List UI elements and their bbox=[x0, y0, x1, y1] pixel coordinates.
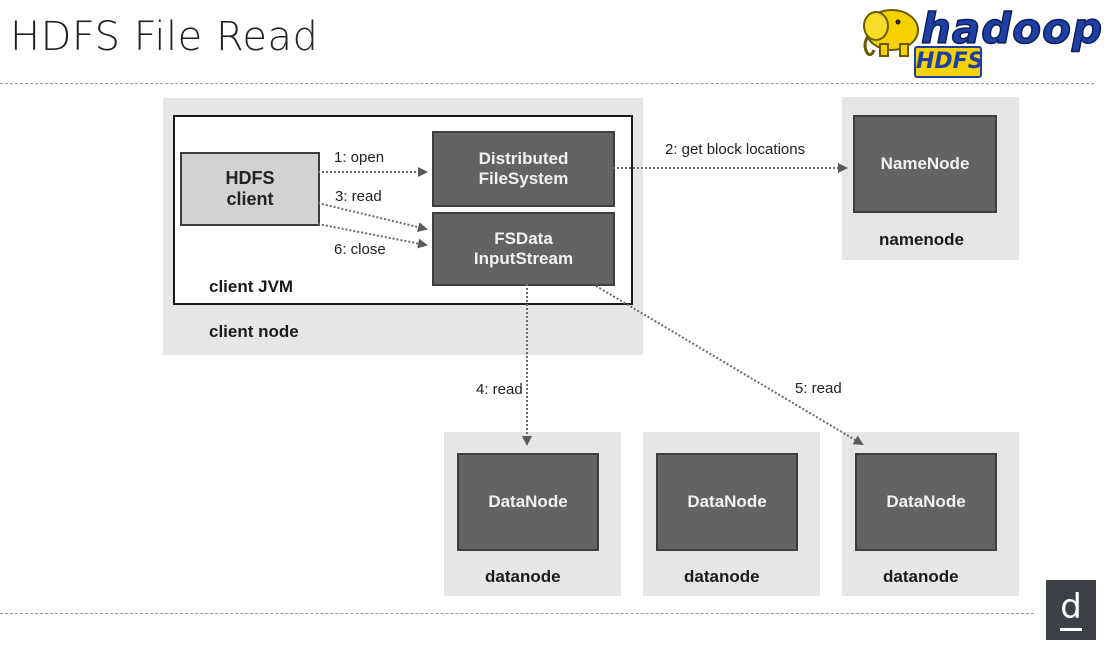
step-read5-label: 5: read bbox=[795, 380, 842, 397]
logo-subtitle: HDFS bbox=[914, 46, 984, 78]
namenode-box: NameNode bbox=[853, 115, 997, 213]
datanode-1-inner-label: DataNode bbox=[488, 492, 568, 511]
step-read3-label: 3: read bbox=[335, 188, 382, 205]
logo-wordmark: hadoop bbox=[920, 3, 1104, 54]
client-jvm-label: client JVM bbox=[209, 277, 294, 296]
datanode-2-label: datanode bbox=[684, 567, 760, 586]
bottom-divider bbox=[0, 613, 1034, 614]
step-get-block-locations-label: 2: get block locations bbox=[665, 141, 806, 158]
step-read4-label: 4: read bbox=[476, 381, 523, 398]
read5-arrow bbox=[595, 285, 864, 446]
elephant-icon bbox=[863, 9, 919, 57]
read3-arrow bbox=[317, 202, 428, 232]
distributed-filesystem-box: Distributed FileSystem bbox=[432, 131, 615, 207]
fsdata-line1: FSData bbox=[494, 229, 553, 248]
hadoop-hdfs-logo: hadoop HDFS bbox=[856, 2, 1103, 78]
datanode-2-inner-label: DataNode bbox=[687, 492, 767, 511]
page-title: HDFS File Read bbox=[10, 14, 319, 60]
brand-underline bbox=[1060, 628, 1082, 631]
hdfs-client-box: HDFS client bbox=[180, 152, 320, 226]
client-node-label: client node bbox=[209, 322, 299, 341]
datanode-1-label: datanode bbox=[485, 567, 561, 586]
step-close-label: 6: close bbox=[334, 241, 386, 258]
datanode-3-inner-label: DataNode bbox=[886, 492, 966, 511]
brand-logo: d bbox=[1046, 580, 1096, 640]
brand-glyph: d bbox=[1060, 587, 1082, 627]
distributed-fs-line2: FileSystem bbox=[478, 169, 569, 188]
step-open-label: 1: open bbox=[334, 149, 385, 166]
namenode-inner-label: NameNode bbox=[880, 154, 970, 173]
hdfs-client-line1: HDFS bbox=[225, 168, 275, 188]
namenode-label: namenode bbox=[879, 230, 965, 249]
datanode-3-label: datanode bbox=[883, 567, 959, 586]
datanode-2-box: DataNode bbox=[656, 453, 798, 551]
fsdata-line2: InputStream bbox=[473, 249, 574, 268]
datanode-1-box: DataNode bbox=[457, 453, 599, 551]
top-divider bbox=[0, 83, 1094, 84]
hdfs-client-line2: client bbox=[226, 189, 274, 209]
distributed-fs-line1: Distributed bbox=[478, 149, 569, 168]
datanode-3-box: DataNode bbox=[855, 453, 997, 551]
fsdata-inputstream-box: FSData InputStream bbox=[432, 212, 615, 286]
